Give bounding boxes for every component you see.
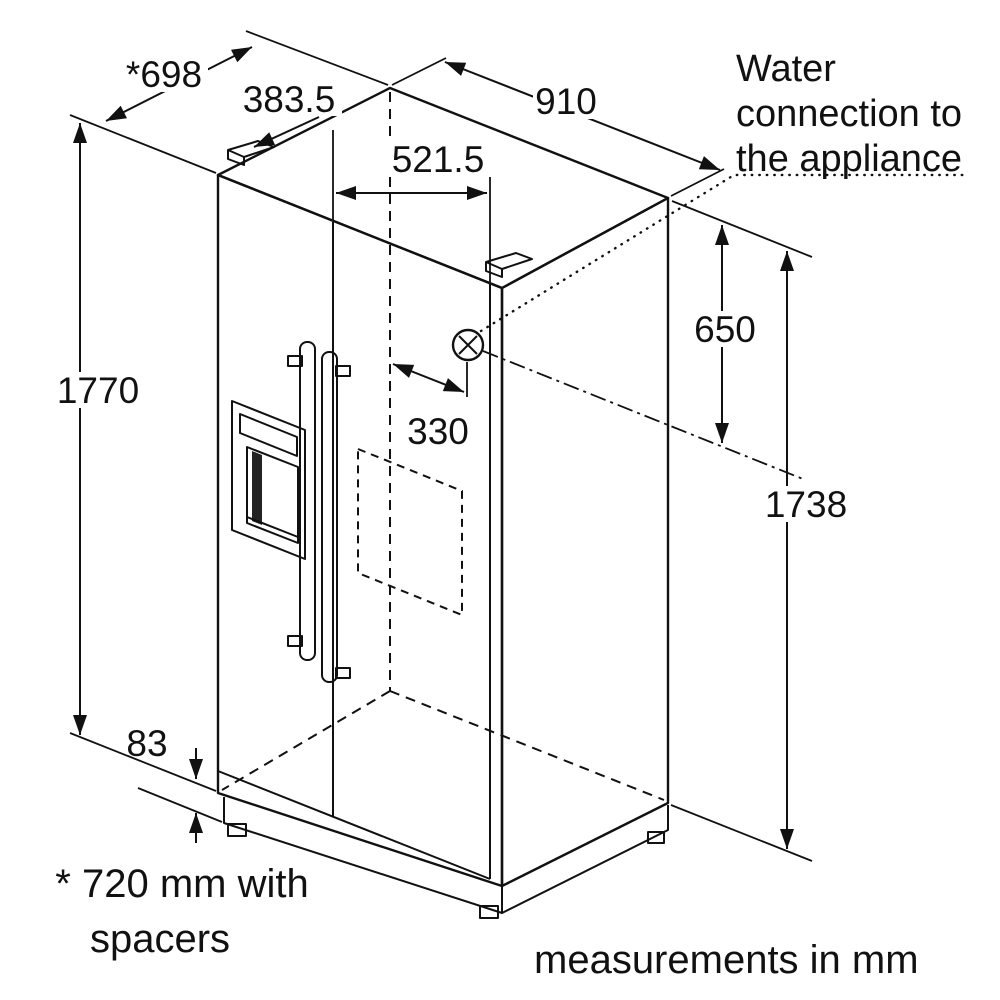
dispenser-recess bbox=[246, 446, 299, 544]
extension-lines bbox=[69, 30, 813, 862]
dim-back-to-water-label: 330 bbox=[407, 411, 469, 452]
dim-water-height-label: 1738 bbox=[765, 484, 847, 525]
ext-height-bottom bbox=[69, 732, 217, 792]
dispenser-frame bbox=[231, 400, 306, 560]
plinth-side bbox=[501, 805, 669, 914]
dispenser-lever bbox=[252, 451, 262, 525]
ext-depth-back bbox=[245, 30, 389, 86]
water-connection-note-line3: the appliance bbox=[736, 138, 962, 180]
ext-height-top bbox=[69, 114, 217, 174]
label-bg bbox=[236, 82, 342, 116]
dim-height-label: 1770 bbox=[57, 370, 139, 411]
dim-center-to-edge-label: 521.5 bbox=[392, 139, 485, 180]
dim-back-to-water-line bbox=[392, 363, 465, 393]
water-area-dashed-panel bbox=[357, 447, 463, 617]
dim-width-label: 910 bbox=[535, 81, 597, 122]
handle-mount bbox=[287, 355, 303, 367]
water-connection-note-line1: Water bbox=[736, 48, 836, 90]
base-plinth bbox=[223, 797, 669, 919]
plinth-front bbox=[223, 797, 503, 914]
handle-mount bbox=[287, 635, 303, 647]
refrigerator-cabinet bbox=[216, 86, 670, 888]
label-bg bbox=[384, 141, 492, 177]
label-bg bbox=[533, 83, 599, 119]
label-bg bbox=[756, 486, 856, 522]
water-connection-centerline bbox=[482, 350, 804, 480]
top-hinges bbox=[227, 140, 533, 278]
foot-front-left bbox=[227, 823, 247, 837]
dispenser-panel bbox=[239, 413, 298, 457]
water-connection-note-line2: connection to bbox=[736, 93, 962, 135]
dispenser-tray bbox=[246, 516, 299, 538]
door-bottom-edge bbox=[217, 770, 491, 880]
cabinet-front-face bbox=[216, 173, 504, 888]
hinge-right-depth bbox=[485, 262, 503, 278]
doors bbox=[217, 222, 491, 880]
handle-mount bbox=[335, 667, 351, 679]
hinge-left-depth bbox=[227, 150, 245, 166]
dim-top-to-water-label: 650 bbox=[694, 309, 756, 350]
label-backgrounds bbox=[54, 56, 856, 522]
water-valve-icon bbox=[451, 328, 485, 362]
label-bg bbox=[692, 311, 758, 347]
label-bg bbox=[54, 372, 142, 408]
foot-back-right bbox=[647, 831, 665, 844]
door-handles bbox=[287, 341, 351, 683]
dimension-labels: *698 383.5 521.5 910 650 1738 1770 330 8… bbox=[57, 54, 847, 764]
right-door-handle bbox=[321, 351, 338, 683]
dim-depth-label: *698 bbox=[126, 54, 202, 95]
spacers-note-line2: spacers bbox=[90, 917, 230, 961]
ext-width-left bbox=[391, 57, 447, 86]
water-connection-cross bbox=[458, 335, 478, 355]
dim-left-door-leader bbox=[253, 116, 320, 148]
label-bg bbox=[120, 56, 208, 92]
ext-floor-right bbox=[670, 804, 813, 862]
ext-width-right bbox=[670, 168, 725, 197]
handle-mount bbox=[335, 365, 351, 377]
dim-left-door-width-label: 383.5 bbox=[243, 79, 336, 120]
hinge-left-icon bbox=[227, 140, 275, 158]
water-connection-leader-dotted bbox=[479, 173, 971, 333]
ext-floor-left bbox=[137, 787, 223, 823]
foot-front-right bbox=[479, 905, 499, 919]
hidden-bottom-back-edge bbox=[389, 690, 665, 801]
dispenser bbox=[231, 400, 306, 560]
annotation-texts: Water connection to the appliance * 720 … bbox=[55, 48, 962, 982]
dim-base-height-label: 83 bbox=[126, 723, 167, 764]
cabinet-side-face bbox=[500, 196, 670, 888]
water-connection-circle bbox=[451, 328, 485, 362]
ext-top-right bbox=[671, 200, 813, 258]
hidden-bottom-left-edge bbox=[221, 690, 391, 791]
hidden-edges bbox=[221, 92, 665, 801]
spacers-note-line1: * 720 mm with bbox=[55, 862, 308, 906]
left-door-handle bbox=[299, 341, 316, 661]
hinge-right-icon bbox=[485, 252, 533, 270]
units-note: measurements in mm bbox=[534, 938, 919, 982]
